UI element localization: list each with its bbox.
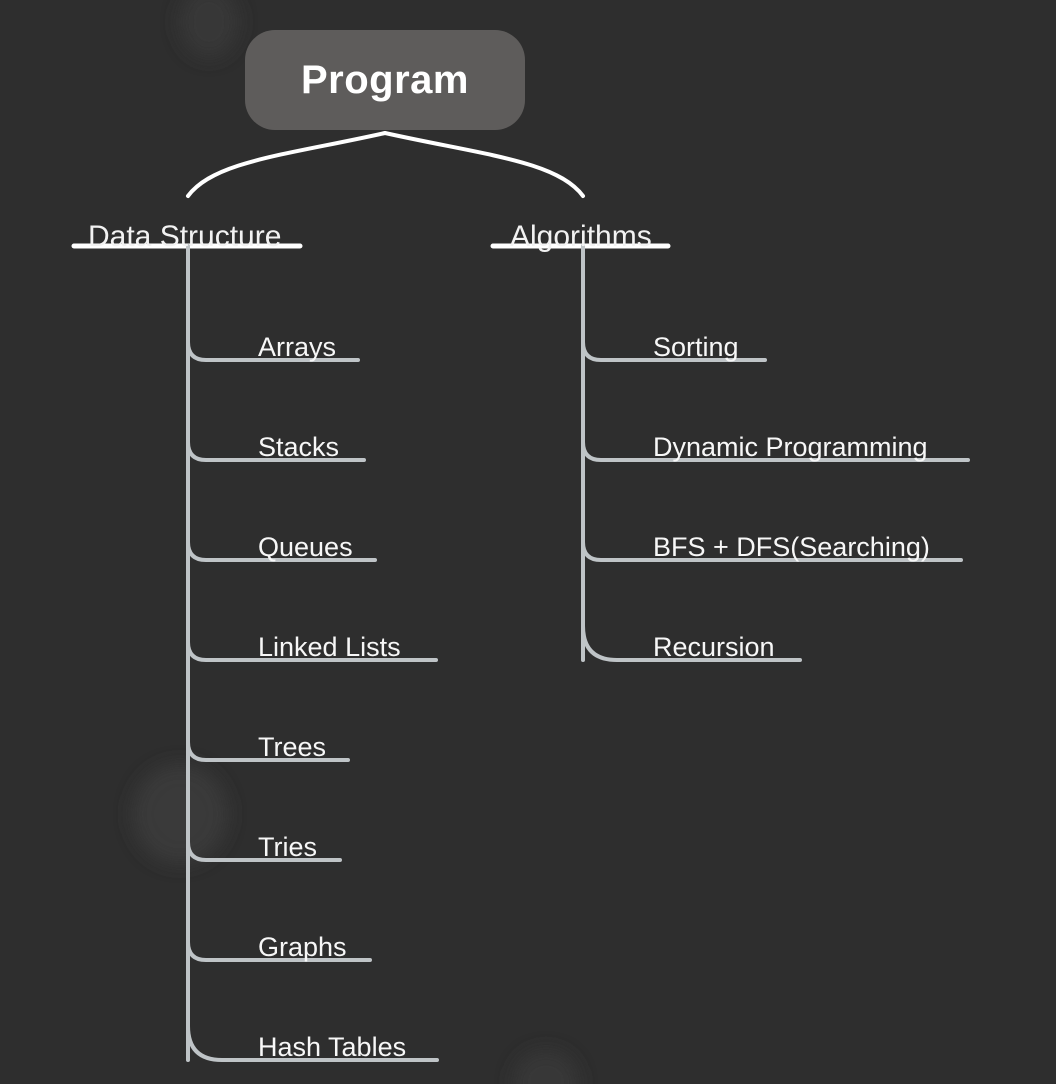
child-label-data-structure-3[interactable]: Linked Lists (258, 632, 401, 662)
child-label-data-structure-5[interactable]: Tries (258, 832, 317, 862)
root-edge-right (383, 131, 585, 198)
child-connector-algorithms-3 (581, 624, 802, 662)
child-connector-algorithms-0 (581, 340, 767, 362)
child-label-data-structure-0[interactable]: Arrays (258, 332, 337, 362)
blob-bottom-center (513, 1050, 579, 1084)
child-label-data-structure-1[interactable]: Stacks (258, 432, 340, 462)
branch-label-data-structure[interactable]: Data Structure (88, 220, 282, 253)
child-connector-data-structure-5 (186, 840, 342, 862)
child-connector-data-structure-1 (186, 440, 366, 462)
child-connector-algorithms-1 (581, 440, 970, 462)
child-label-algorithms-3[interactable]: Recursion (653, 632, 775, 662)
root-node-program[interactable]: Program (245, 30, 525, 130)
child-connector-data-structure-6 (186, 940, 372, 962)
child-label-data-structure-6[interactable]: Graphs (258, 932, 347, 962)
child-label-data-structure-2[interactable]: Queues (258, 532, 353, 562)
root-edge-left (186, 131, 387, 198)
child-connector-data-structure-3 (186, 640, 438, 662)
child-connector-data-structure-0 (186, 340, 360, 362)
root-node-label: Program (301, 58, 469, 102)
blob-top-left (179, 0, 239, 58)
child-label-algorithms-0[interactable]: Sorting (653, 332, 739, 362)
child-connector-data-structure-7 (186, 1024, 439, 1062)
blob-mid-left (132, 764, 228, 864)
child-label-algorithms-1[interactable]: Dynamic Programming (653, 432, 928, 462)
child-connector-algorithms-2 (581, 540, 963, 562)
child-connector-data-structure-2 (186, 540, 377, 562)
child-label-data-structure-7[interactable]: Hash Tables (258, 1032, 407, 1062)
branch-label-algorithms[interactable]: Algorithms (510, 220, 652, 253)
child-label-data-structure-4[interactable]: Trees (258, 732, 327, 762)
child-label-algorithms-2[interactable]: BFS + DFS(Searching) (653, 532, 930, 562)
child-connector-data-structure-4 (186, 740, 350, 762)
